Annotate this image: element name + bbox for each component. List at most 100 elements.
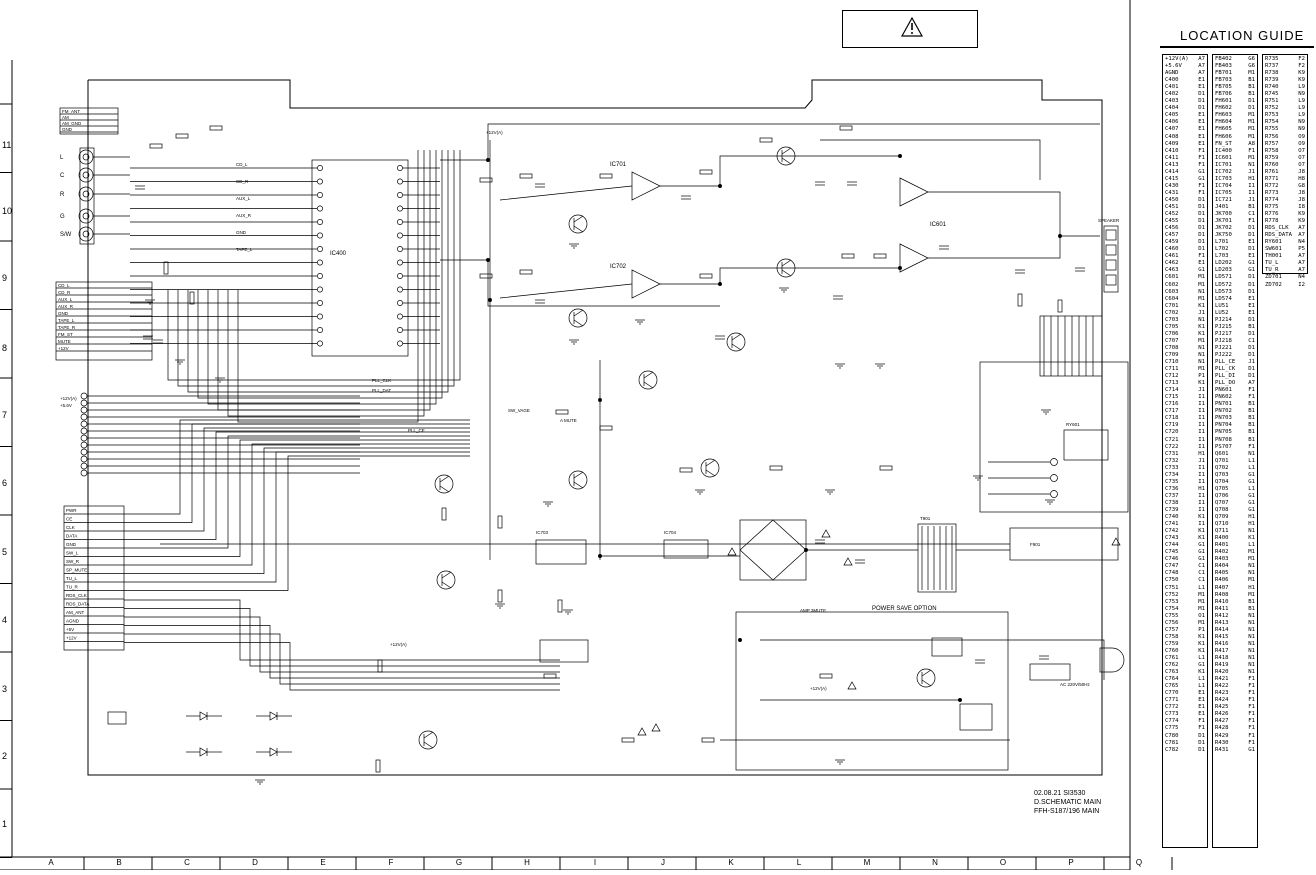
selector-input-label: AUX_R: [236, 213, 252, 218]
wire: [660, 155, 900, 187]
ic-label: IC702: [610, 264, 627, 270]
location-guide-ref: C764: [1165, 676, 1179, 683]
safety-warning-icon: [821, 529, 831, 538]
connector-pin-label: SW_R: [66, 559, 80, 564]
location-guide-ref: R420: [1215, 669, 1229, 676]
location-guide-ref: R774: [1265, 196, 1279, 203]
location-guide-ref: C459: [1165, 239, 1179, 246]
location-guide-ref: R414: [1215, 626, 1229, 633]
location-guide-ref: R421: [1215, 676, 1229, 683]
location-guide-grid: N1: [1248, 612, 1255, 619]
resistor: [163, 261, 169, 275]
resistor: [497, 589, 503, 603]
location-guide-grid: C1: [1198, 577, 1205, 584]
junction-dot: [898, 266, 902, 270]
grid-row-label: 6: [2, 478, 8, 488]
location-guide-grid: H1: [1248, 514, 1255, 521]
connector-pin-label: CE: [66, 517, 72, 522]
location-guide-ref: R771: [1265, 175, 1279, 182]
location-guide-grid: B1: [1248, 598, 1255, 605]
header-pin: [80, 413, 88, 421]
led: [269, 747, 278, 757]
connector-pin-label: +5V: [66, 627, 74, 632]
location-guide-grid: D1: [1248, 281, 1255, 288]
wire: [124, 451, 470, 583]
grid-column-label: N: [932, 858, 938, 867]
location-guide-ref: IC701: [1215, 161, 1232, 168]
wire: [643, 371, 654, 379]
junction-dot: [958, 698, 962, 702]
wire: [705, 469, 716, 477]
location-guide-ref: PLL_CK: [1215, 366, 1236, 373]
location-guide-ref: PN601: [1215, 387, 1232, 394]
location-guide-ref: C760: [1165, 647, 1179, 654]
location-guide-grid: G1: [1198, 549, 1205, 556]
grid-column-label: B: [116, 858, 122, 867]
grid-row-label: 5: [2, 547, 8, 557]
location-guide-ref: IC705: [1215, 189, 1232, 196]
wire: [440, 123, 1100, 161]
location-guide-grid: J8: [1298, 196, 1305, 203]
resistor: [175, 133, 189, 139]
location-guide-grid: D1: [1198, 196, 1205, 203]
wire: [781, 269, 792, 277]
location-guide-grid: J1: [1248, 196, 1255, 203]
jack-label: L: [60, 155, 64, 161]
location-guide-ref: FB703: [1215, 77, 1232, 84]
grid-column-label: P: [1068, 858, 1074, 867]
header-pin: [80, 455, 88, 463]
wire: [237, 150, 419, 423]
location-guide-grid: I1: [1198, 492, 1205, 499]
location-guide-grid: N1: [1248, 640, 1255, 647]
safety-warning-icon: [1111, 537, 1121, 546]
location-guide-ref: R406: [1215, 577, 1229, 584]
resistor: [441, 507, 447, 521]
resistor: [209, 125, 223, 131]
wire: [124, 435, 470, 549]
fuse-holder: [1009, 527, 1119, 561]
wire: [167, 150, 461, 381]
grid-row-label: 8: [2, 343, 8, 353]
location-guide-ref: C781: [1165, 739, 1179, 746]
location-guide-grid: E1: [1198, 140, 1205, 147]
location-guide-ref: C752: [1165, 591, 1179, 598]
location-guide-grid: M1: [1248, 119, 1255, 126]
location-guide-ref: C709: [1165, 351, 1179, 358]
location-guide-ref: R773: [1265, 189, 1279, 196]
location-guide-grid: M1: [1248, 133, 1255, 140]
junction-dot: [718, 282, 722, 286]
location-guide-grid: M1: [1198, 366, 1205, 373]
location-guide-grid: K1: [1198, 640, 1205, 647]
location-guide-ref: C463: [1165, 267, 1179, 274]
transformer-label: T901: [920, 516, 931, 521]
header-pin: [80, 462, 88, 470]
